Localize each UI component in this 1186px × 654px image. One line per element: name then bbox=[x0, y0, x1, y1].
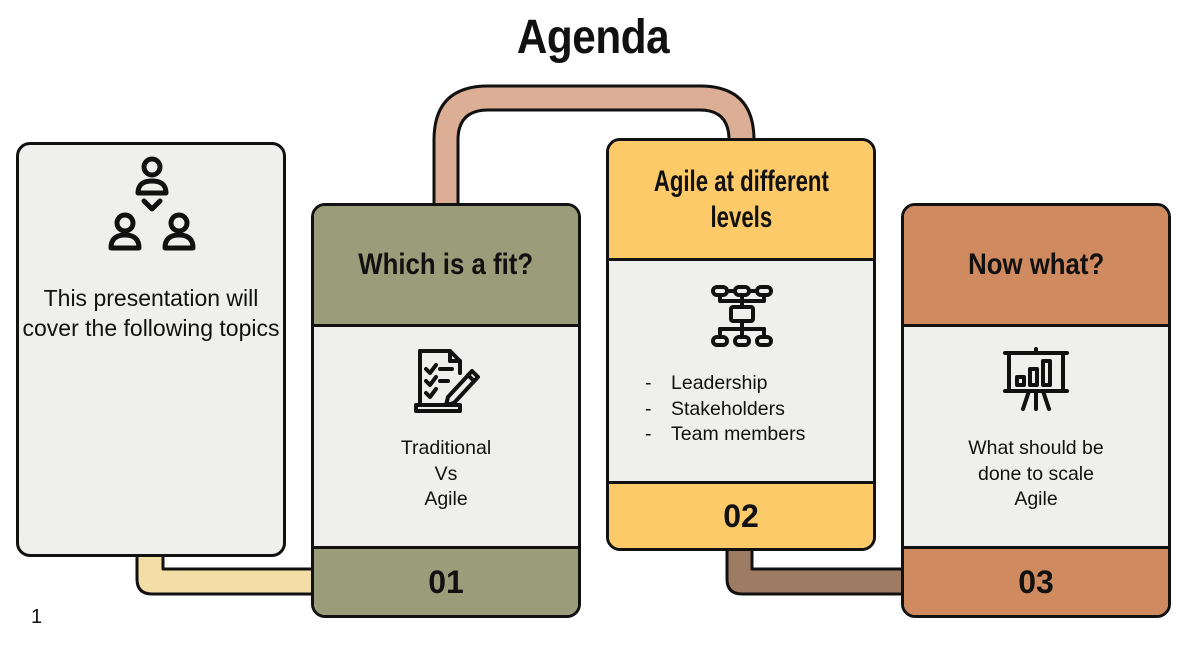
checklist-pencil-icon bbox=[414, 347, 480, 418]
agenda-card-02: Agile at different levels bbox=[606, 138, 876, 551]
hierarchy-people-icon bbox=[107, 153, 197, 256]
card-number: 02 bbox=[609, 481, 873, 548]
page-title: Agenda bbox=[516, 11, 670, 64]
list-item: Stakeholders bbox=[645, 397, 805, 423]
presentation-chart-icon bbox=[1003, 347, 1069, 418]
card-heading: Which is a fit? bbox=[314, 206, 578, 327]
card-number: 01 bbox=[314, 546, 578, 615]
intro-text: This presentation will cover the followi… bbox=[22, 285, 280, 341]
page-number: 1 bbox=[31, 606, 43, 628]
card-number: 03 bbox=[904, 546, 1168, 615]
list-item: Team members bbox=[645, 422, 805, 448]
card-description: What should be done to scale Agile bbox=[968, 437, 1104, 510]
agenda-card-03: Now what? What should be done to scale A… bbox=[901, 203, 1171, 618]
intro-card: This presentation will cover the followi… bbox=[16, 142, 286, 557]
card-heading: Agile at different levels bbox=[609, 141, 873, 261]
card-description: Traditional Vs Agile bbox=[400, 437, 492, 510]
levels-list: Leadership Stakeholders Team members bbox=[645, 371, 805, 448]
card-heading: Now what? bbox=[904, 206, 1168, 327]
org-chart-icon bbox=[709, 283, 775, 354]
agenda-card-01: Which is a fit? Traditional Vs Agile 01 bbox=[311, 203, 581, 618]
list-item: Leadership bbox=[645, 371, 805, 397]
